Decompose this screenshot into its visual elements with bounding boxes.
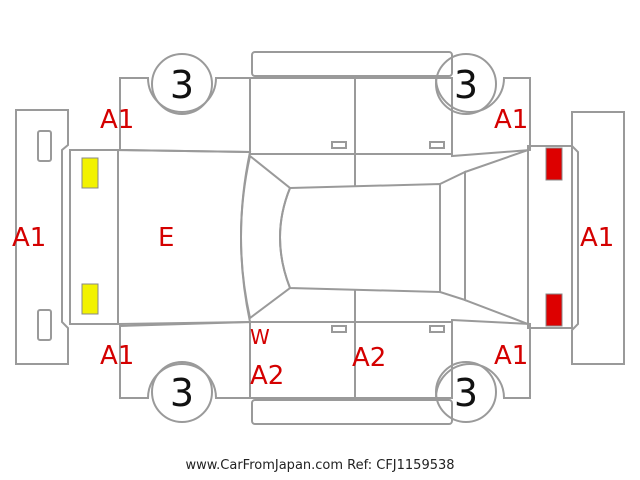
trunk-edge bbox=[527, 145, 573, 329]
label-pillar-w: W bbox=[250, 325, 270, 349]
label-rear-door-bottom: A2 bbox=[352, 343, 386, 373]
wheel-front-right bbox=[151, 361, 213, 423]
rear-window bbox=[439, 170, 466, 302]
roof-rail-bottom bbox=[251, 399, 453, 425]
trunk bbox=[464, 148, 529, 326]
front-bumper bbox=[15, 109, 69, 365]
rear-door-bottom bbox=[354, 321, 453, 399]
marker-rear-light-bottom bbox=[545, 293, 563, 327]
rear-fender-bottom bbox=[434, 318, 531, 399]
wheel-label-front-left: 3 bbox=[170, 63, 194, 107]
wheel-label-rear-right: 3 bbox=[454, 371, 478, 415]
label-hood: E bbox=[158, 223, 174, 253]
windshield bbox=[240, 154, 292, 320]
label-fender-front-top: A1 bbox=[100, 105, 134, 135]
label-rear-bumper: A1 bbox=[580, 223, 614, 253]
label-fender-rear-bottom: A1 bbox=[494, 341, 528, 371]
front-door-handle-top bbox=[331, 141, 347, 149]
label-fender-rear-top: A1 bbox=[494, 105, 528, 135]
marker-rear-light-top bbox=[545, 147, 563, 181]
front-fender-bottom bbox=[119, 320, 251, 399]
footer-reference: www.CarFromJapan.com Ref: CFJ1159538 bbox=[185, 458, 455, 473]
marker-front-light-top bbox=[81, 157, 99, 189]
front-bumper-slot-bottom bbox=[37, 309, 52, 341]
roof-rail-top bbox=[251, 51, 453, 77]
rear-door-handle-top bbox=[429, 141, 445, 149]
wheel-label-rear-left: 3 bbox=[454, 63, 478, 107]
wheel-rear-right bbox=[435, 361, 497, 423]
wheel-label-front-right: 3 bbox=[170, 371, 194, 415]
roof bbox=[279, 182, 441, 294]
rear-door-handle-bottom bbox=[429, 325, 445, 333]
label-front-door-bottom: A2 bbox=[250, 361, 284, 391]
wheel-front-left bbox=[151, 53, 213, 115]
marker-front-light-bottom bbox=[81, 283, 99, 315]
wheel-rear-left bbox=[435, 53, 497, 115]
front-bumper-slot-top bbox=[37, 130, 52, 162]
label-fender-front-bottom: A1 bbox=[100, 341, 134, 371]
label-front-bumper: A1 bbox=[12, 223, 46, 253]
front-door-handle-bottom bbox=[331, 325, 347, 333]
rear-bumper bbox=[571, 111, 625, 365]
front-fender-top bbox=[119, 77, 251, 154]
hood bbox=[117, 148, 252, 326]
